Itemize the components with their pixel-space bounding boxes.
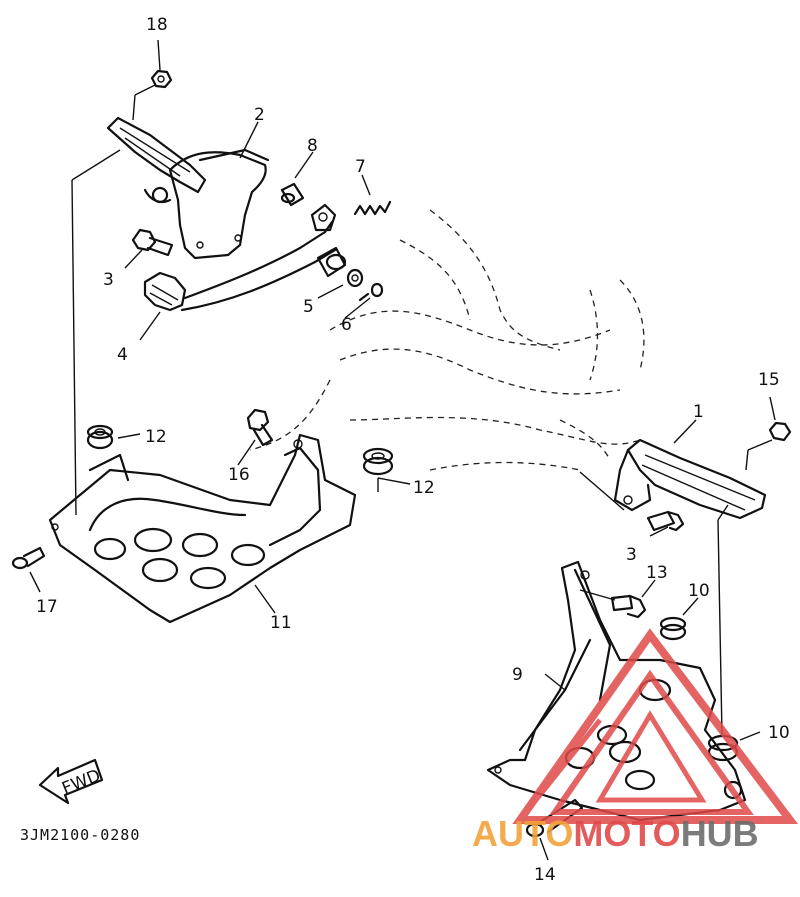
part-3-bolt-left bbox=[131, 228, 174, 257]
label-18: 18 bbox=[146, 15, 168, 35]
fwd-label: FWD bbox=[59, 766, 103, 799]
label-10-lower: 10 bbox=[768, 723, 790, 743]
part-16-bolt bbox=[246, 408, 274, 447]
part-12-damper-left bbox=[86, 424, 114, 450]
svg-text:AUTOMOTOHUB: AUTOMOTOHUB bbox=[472, 813, 759, 854]
label-3-right: 3 bbox=[626, 545, 637, 565]
part-12-damper-right bbox=[362, 447, 394, 476]
label-4: 4 bbox=[117, 345, 128, 365]
label-16: 16 bbox=[228, 465, 250, 485]
label-15: 15 bbox=[758, 370, 780, 390]
label-17: 17 bbox=[36, 597, 58, 617]
part-number-labels: 18 2 8 7 3 5 6 4 12 16 12 15 1 3 13 10 9… bbox=[36, 15, 790, 885]
label-9: 9 bbox=[512, 665, 523, 685]
label-8: 8 bbox=[307, 136, 318, 156]
part-1-footrest-right bbox=[613, 438, 767, 520]
label-12-left: 12 bbox=[145, 427, 167, 447]
watermark-hub: HUB bbox=[681, 813, 759, 854]
label-11: 11 bbox=[270, 613, 292, 633]
label-10-upper: 10 bbox=[688, 581, 710, 601]
fwd-arrow: FWD bbox=[38, 758, 103, 805]
frame-phantom bbox=[249, 209, 645, 471]
drawing-code: 3JM2100-0280 bbox=[20, 826, 140, 844]
label-1: 1 bbox=[693, 402, 704, 422]
part-3-bolt-right bbox=[646, 510, 685, 532]
part-11-bracket-left bbox=[48, 433, 357, 624]
part-18-nut bbox=[150, 69, 173, 89]
part-8-collar bbox=[280, 182, 305, 207]
part-13-bolt bbox=[610, 594, 647, 619]
label-5: 5 bbox=[303, 297, 314, 317]
label-7: 7 bbox=[355, 157, 366, 177]
part-5-washer bbox=[346, 268, 364, 288]
watermark-text: AUTOMOTOHUB bbox=[472, 813, 759, 854]
part-6-cotter-pin bbox=[358, 282, 384, 302]
label-6: 6 bbox=[341, 315, 352, 335]
label-3-left: 3 bbox=[103, 270, 114, 290]
watermark-logo bbox=[512, 628, 799, 824]
part-17-screw bbox=[11, 546, 46, 570]
watermark-moto: MOTO bbox=[573, 813, 680, 854]
watermark-auto: AUTO bbox=[472, 813, 573, 854]
label-13: 13 bbox=[646, 563, 668, 583]
label-2: 2 bbox=[254, 105, 265, 125]
part-10-damper-upper bbox=[659, 616, 687, 641]
part-2-footrest-assembly bbox=[106, 116, 270, 260]
part-4-brake-pedal bbox=[143, 203, 347, 312]
part-15-nut bbox=[768, 421, 792, 442]
label-12-right: 12 bbox=[413, 478, 435, 498]
part-7-spring bbox=[353, 200, 392, 216]
leader-lines bbox=[29, 39, 776, 861]
label-14: 14 bbox=[534, 865, 556, 885]
